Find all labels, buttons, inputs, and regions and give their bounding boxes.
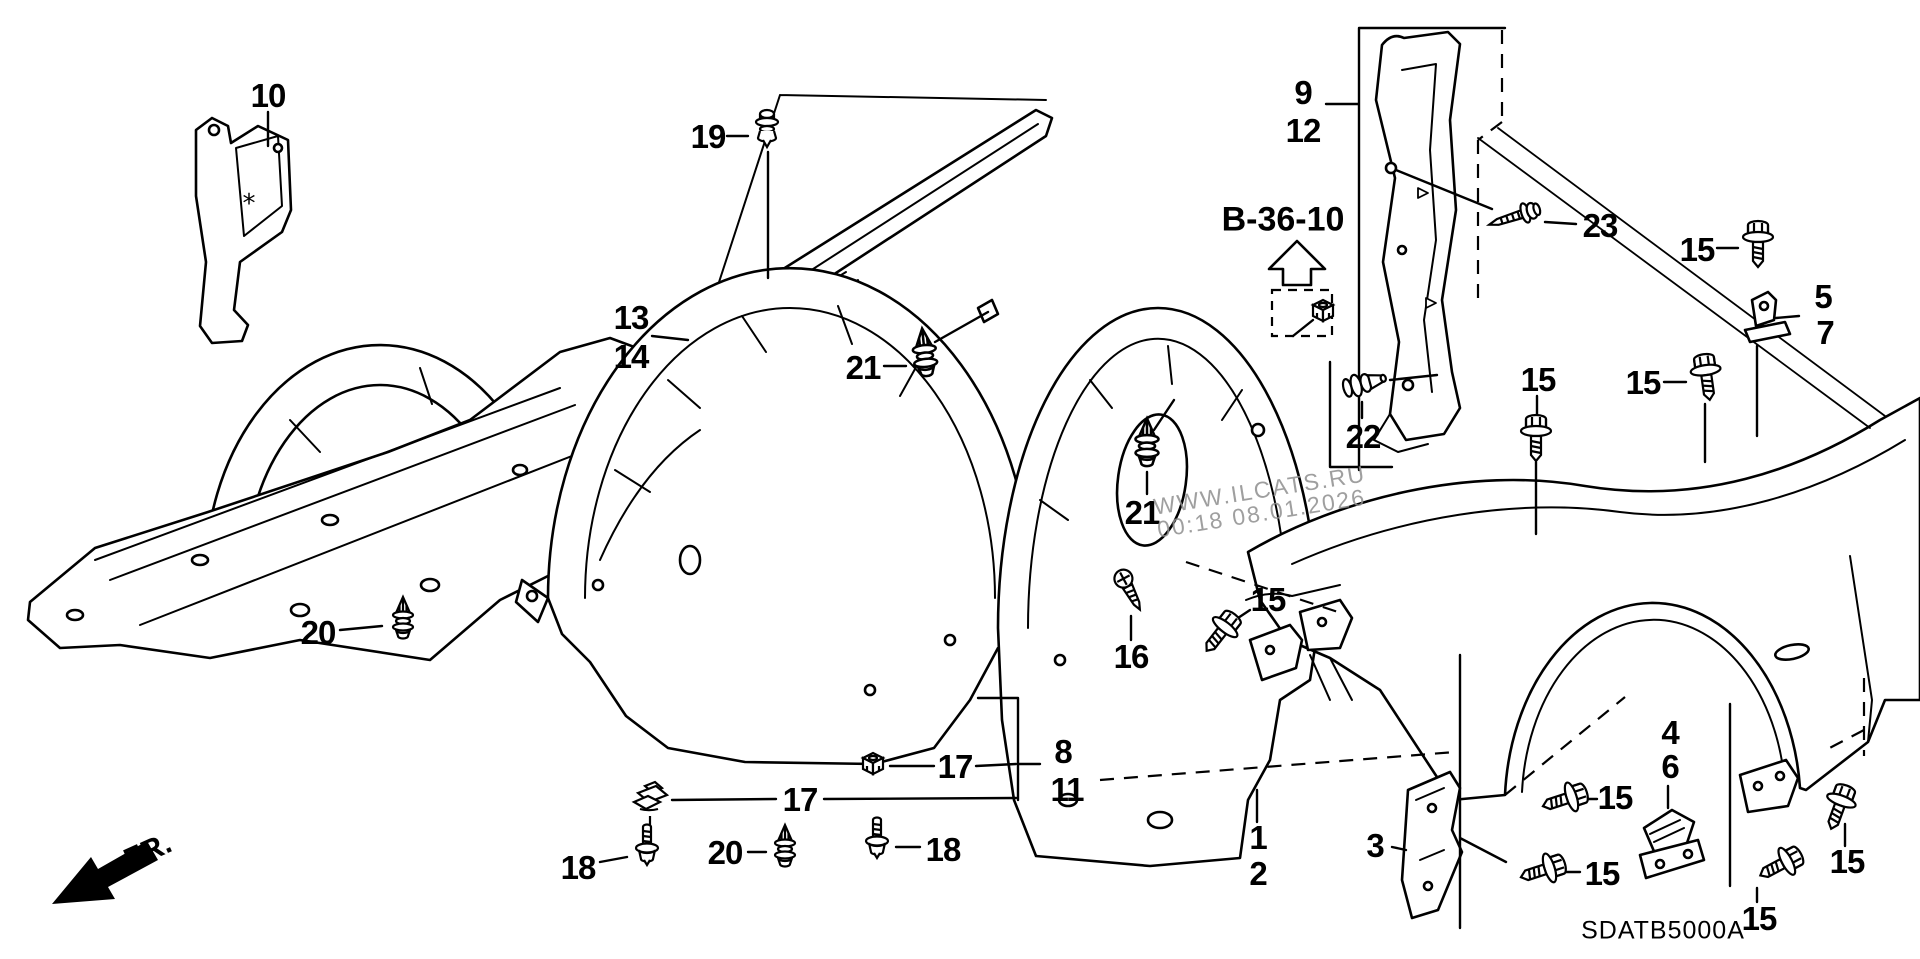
stud-screw-icon (634, 823, 660, 867)
front-fender-part-1-2 (1245, 127, 1920, 814)
dashed-construction-lines (648, 30, 1866, 838)
b-36-10-arrow-icon (1267, 239, 1327, 287)
bracket-part-3 (1400, 770, 1464, 920)
bracket-part-5-7 (1743, 290, 1792, 344)
hex-bolt-icon (1519, 413, 1553, 463)
nut-clip-icon (861, 751, 885, 776)
hex-bolt-icon (1752, 839, 1810, 890)
hex-bolt-icon (1515, 847, 1571, 893)
bracket-part-4-6 (1638, 808, 1706, 880)
hex-bolt-icon (1537, 776, 1593, 822)
tapping-screw-icon (1485, 197, 1544, 236)
hex-bolt-icon (1741, 219, 1775, 269)
engine-side-cover-part-10 (194, 116, 293, 345)
fender-liner-front-arch (976, 298, 1320, 868)
wing-clip-icon (632, 780, 669, 812)
push-clip-icon (754, 108, 780, 149)
nut-clip-icon (1311, 298, 1335, 323)
grommet-icon (1339, 365, 1390, 401)
tree-clip-icon (773, 823, 797, 868)
leader-lines (266, 26, 1847, 930)
stud-screw-icon (864, 816, 890, 860)
hex-bolt-icon (1687, 351, 1726, 403)
cowl-side-panel-part-9-12 (1373, 30, 1462, 453)
hex-bolt-icon (1815, 779, 1863, 836)
fr-direction-arrow-icon (52, 841, 158, 904)
